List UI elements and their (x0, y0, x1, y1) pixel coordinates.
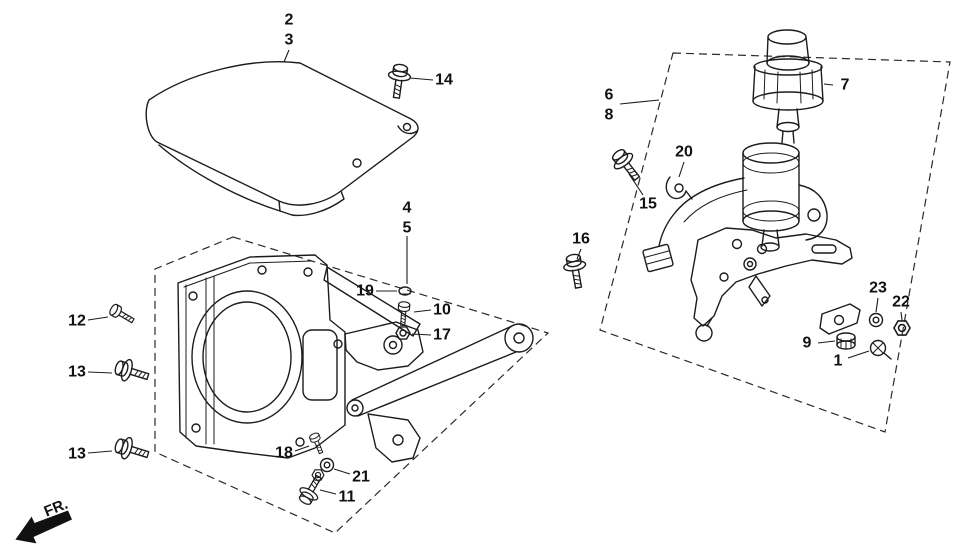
motor-cap (752, 29, 824, 111)
leader-line-20 (678, 161, 685, 178)
leader-line-1 (847, 350, 870, 359)
leader-line-13 (87, 450, 113, 454)
part-number-3: 3 (285, 32, 294, 49)
headlight-cover (145, 61, 419, 217)
leader-line-22 (900, 311, 903, 321)
housing-bracket-assembly (177, 254, 534, 463)
part-number-10: 10 (433, 302, 451, 319)
bolt-14 (384, 62, 413, 100)
part-number-6: 6 (605, 87, 614, 104)
lower-mount-foot (367, 413, 421, 463)
part-number-2: 2 (285, 12, 294, 29)
bolt-13-upper (111, 355, 152, 388)
leader-line-14 (409, 77, 434, 81)
link-rod (346, 323, 534, 417)
part-number-21: 21 (352, 469, 370, 486)
part-number-14: 14 (435, 72, 453, 89)
leader-line-9 (817, 340, 836, 344)
part-number-1: 1 (834, 353, 843, 370)
washer-21 (319, 457, 335, 473)
motor-mount-bracket (690, 227, 853, 342)
gear-housing (798, 184, 828, 241)
castle-nut (836, 332, 856, 350)
bolt-13-lower (111, 433, 152, 466)
leader-line-10 (413, 309, 432, 313)
part-number-19: 19 (356, 283, 374, 300)
retract-motor-assembly (642, 29, 892, 360)
part-number-12: 12 (68, 313, 86, 330)
part-number-5: 5 (403, 220, 412, 237)
part-number-17: 17 (433, 327, 451, 344)
grommet-fastener (869, 339, 892, 360)
nut-21 (311, 469, 325, 481)
harness-clip (665, 176, 693, 200)
leader-line-21 (333, 468, 351, 475)
harness-connector (642, 243, 674, 273)
leader-line-17 (411, 333, 432, 336)
motor-body (742, 142, 800, 252)
leader-line-11 (319, 489, 337, 495)
part-number-13: 13 (68, 446, 86, 463)
part-number-15: 15 (639, 196, 657, 213)
leader-line-12 (87, 316, 109, 321)
bolt-16 (561, 252, 591, 291)
wire-harness (658, 177, 748, 247)
part-number-7: 7 (841, 77, 850, 94)
leader-line-2-3 (283, 49, 290, 63)
fr-arrow-icon (15, 510, 72, 544)
part-number-13: 13 (68, 364, 86, 381)
assembly-boundary-housing (154, 236, 550, 534)
part-number-20: 20 (675, 144, 693, 161)
leader-line-15 (628, 173, 644, 196)
leader-line-6-8 (619, 99, 660, 105)
part-number-18: 18 (275, 445, 293, 462)
part-number-23: 23 (869, 280, 887, 297)
leader-line-23 (875, 297, 879, 313)
leader-line-7 (823, 83, 834, 86)
leader-line-16 (576, 248, 582, 260)
housing-square-opening (302, 329, 338, 401)
part-number-11: 11 (339, 489, 356, 506)
upper-support-bar (323, 266, 421, 337)
pin-19 (398, 286, 412, 296)
leader-lines (87, 49, 903, 495)
cover-tab-hole (402, 122, 412, 132)
part-number-22: 22 (892, 294, 910, 311)
washer-23 (868, 312, 884, 328)
pivot-arm-plate (344, 321, 424, 371)
assembly-boundary-motor (599, 52, 951, 433)
fr-direction-indicator: FR. (15, 496, 72, 544)
part-number-16: 16 (572, 231, 590, 248)
part-number-8: 8 (605, 107, 614, 124)
leader-line-13 (87, 371, 113, 374)
screw-12 (107, 302, 137, 327)
screw-18 (308, 431, 327, 456)
part-number-4: 4 (403, 200, 412, 217)
part-number-9: 9 (803, 335, 812, 352)
leader-line-18 (294, 445, 310, 452)
headlight-bucket-opening (191, 290, 303, 424)
small-angle-bracket (819, 303, 861, 335)
